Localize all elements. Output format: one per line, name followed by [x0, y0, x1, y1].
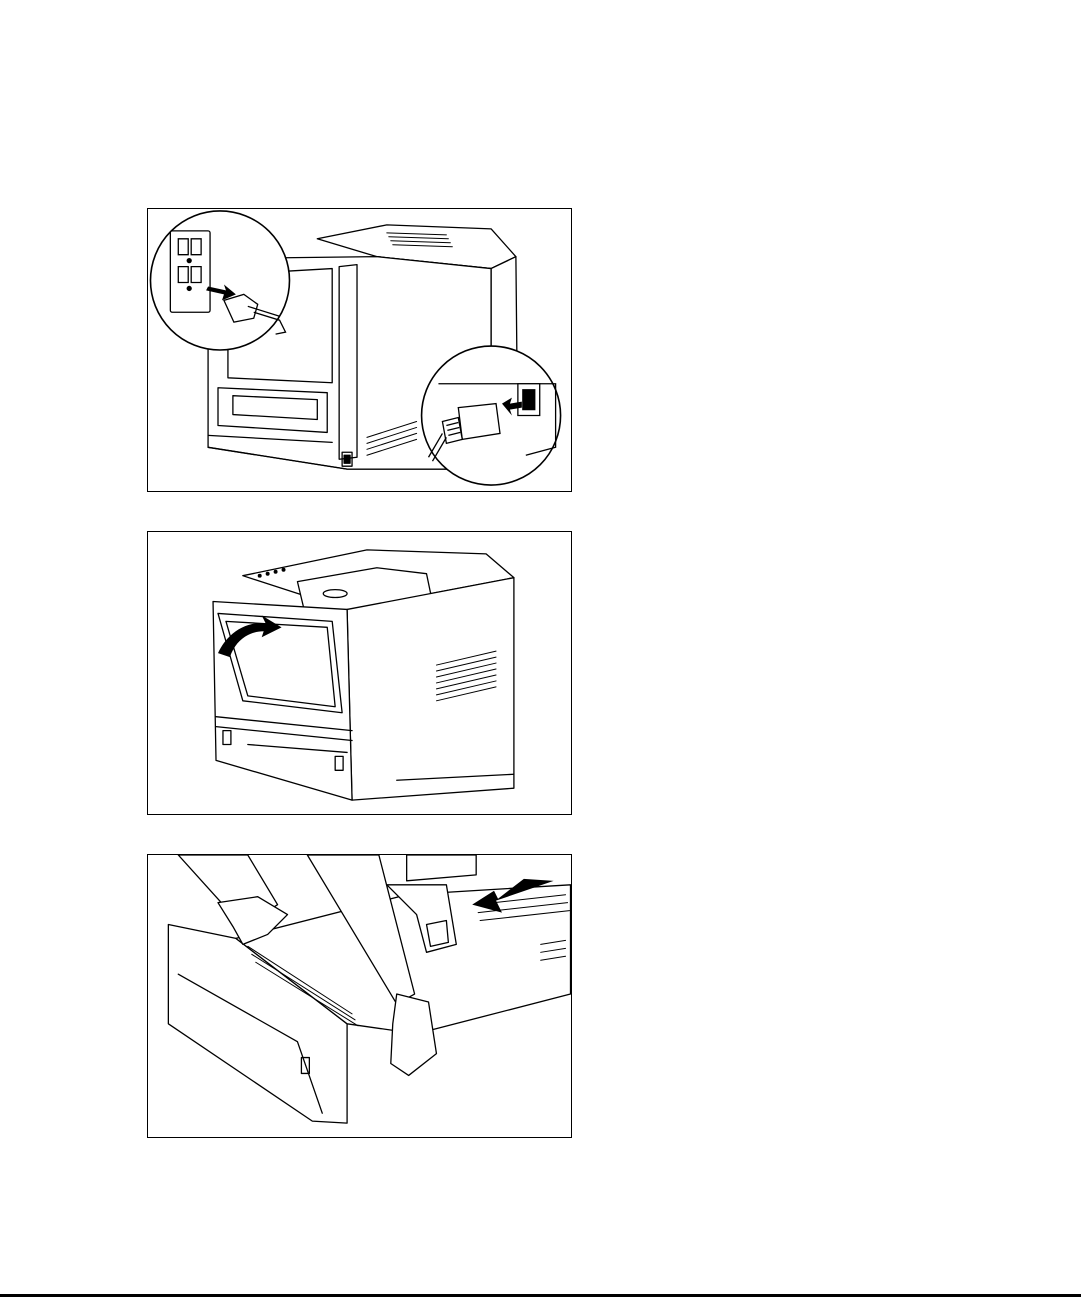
wall-outlet-icon: [150, 211, 289, 350]
cassette-illustration: [148, 855, 571, 1137]
printer-front-illustration: [148, 532, 571, 814]
figure-unplug-power-cord: [147, 208, 572, 492]
printer-rear-illustration: [148, 209, 571, 491]
figure-pull-out-cassette: [147, 854, 572, 1138]
figure-close-mp-tray: [147, 531, 572, 815]
power-inlet-icon: [422, 346, 561, 485]
